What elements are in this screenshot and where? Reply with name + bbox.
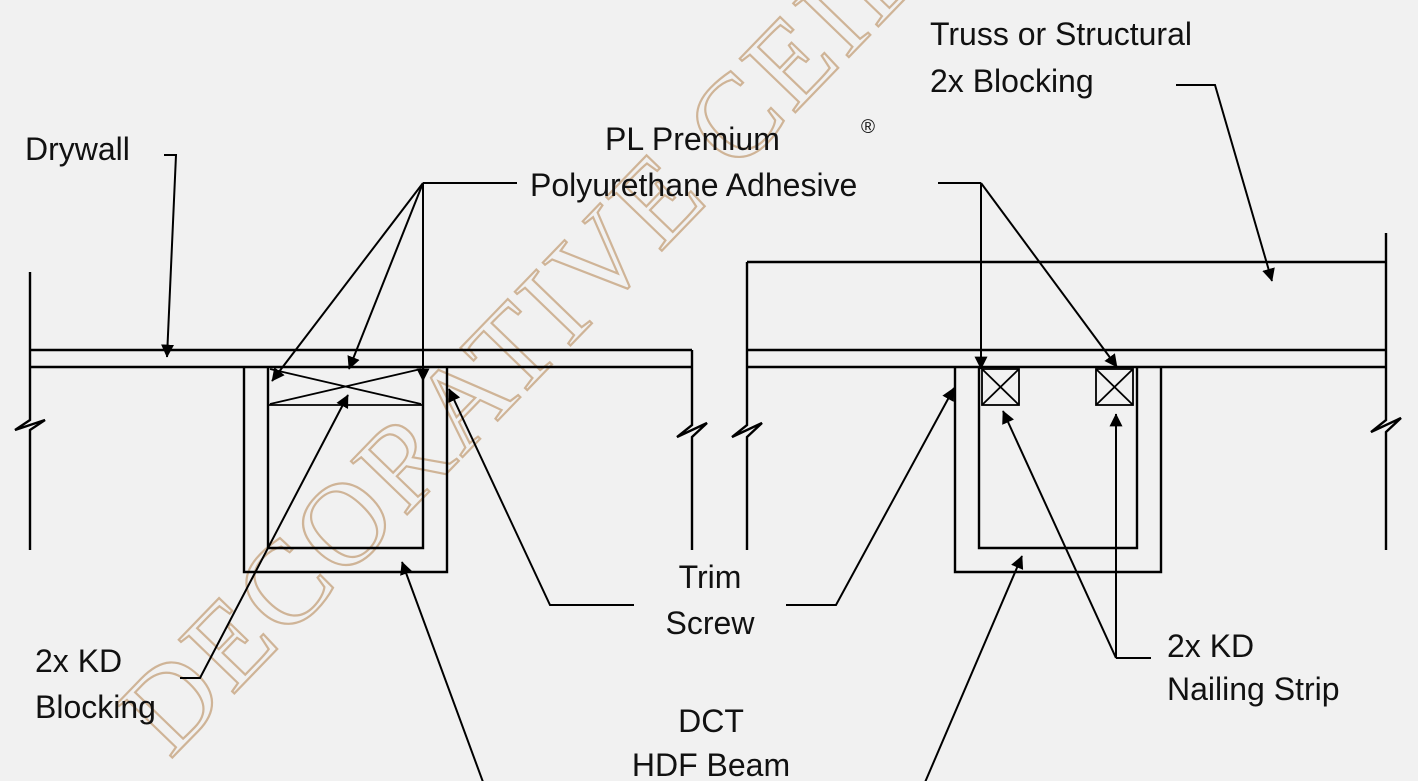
nailing-strip-left <box>981 368 1020 406</box>
label-blocking-line1: 2x KD <box>35 643 122 679</box>
leader-adhesive-right <box>938 182 1118 370</box>
leader-beam-right <box>924 555 1024 781</box>
label-nailing-line1: 2x KD <box>1167 628 1254 664</box>
leader-beam-left <box>400 561 484 781</box>
drywall-layer <box>30 348 1386 369</box>
label-drywall: Drywall <box>25 131 130 167</box>
leader-adhesive-left <box>271 182 517 382</box>
label-nailing-line2: Nailing Strip <box>1167 671 1340 707</box>
label-adhesive-line1: PL Premium <box>605 121 780 157</box>
leader-nailing-strip <box>1002 410 1151 659</box>
label-beam-line2: HDF Beam <box>632 747 790 781</box>
leader-trim-screw-left <box>448 388 634 606</box>
leader-truss <box>1176 84 1275 282</box>
label-trim-line2: Screw <box>666 605 756 641</box>
watermark: DECORATIVE CEILI <box>93 0 978 779</box>
right-dct-beam <box>953 367 1163 574</box>
left-dct-beam <box>242 367 449 574</box>
label-trim-line1: Trim <box>679 559 742 595</box>
label-truss-line1: Truss or Structural <box>930 16 1192 52</box>
label-adhesive-registered: ® <box>861 117 875 138</box>
label-truss-line2: 2x Blocking <box>930 63 1094 99</box>
leader-blocking <box>180 394 349 679</box>
label-adhesive-line2: Polyurethane Adhesive <box>530 167 857 203</box>
label-blocking-line2: Blocking <box>35 689 156 725</box>
leader-drywall <box>161 154 178 358</box>
watermark-text: DECORATIVE CEILI <box>94 0 977 778</box>
label-beam-line1: DCT <box>678 703 744 739</box>
nailing-strip-right <box>1095 368 1134 406</box>
break-lines <box>14 233 1402 550</box>
leader-trim-screw-right <box>786 387 955 606</box>
